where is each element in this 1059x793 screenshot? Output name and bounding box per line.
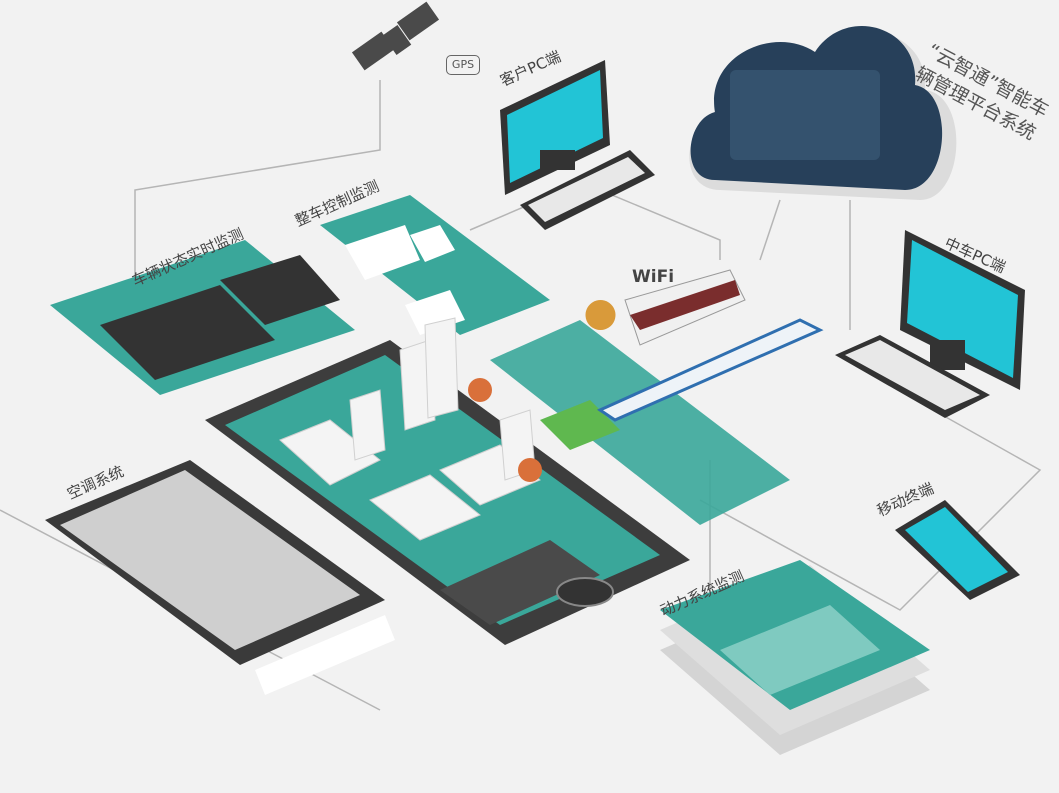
bus	[624, 269, 746, 346]
vehicle-status-panel	[50, 240, 355, 395]
train	[596, 318, 824, 422]
city-buildings	[279, 317, 541, 541]
vehicle-control-panel	[320, 195, 550, 335]
wifi-label: WiFi	[632, 267, 675, 287]
air-conditioning-panel	[45, 460, 395, 695]
gps-badge: GPS	[446, 55, 480, 75]
satellite-icon	[351, 1, 440, 71]
power-system-panel	[660, 560, 930, 755]
map-overlay	[468, 300, 790, 525]
mobile-terminal-device	[895, 500, 1020, 600]
client-pc-monitor	[500, 60, 655, 230]
cloud-platform	[689, 25, 957, 201]
crrc-pc-monitor	[835, 230, 1025, 418]
